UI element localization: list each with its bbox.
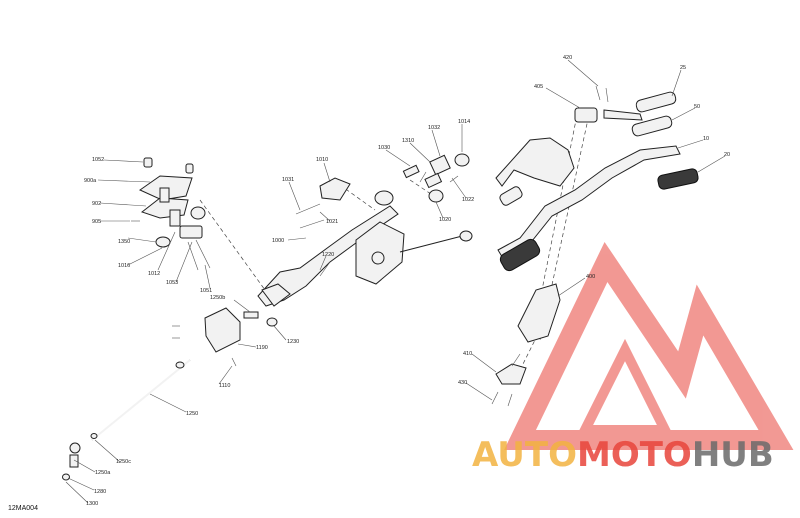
callout-1016: 1016 bbox=[118, 263, 130, 269]
callout-1250b: 1250b bbox=[210, 295, 225, 301]
callout-1190: 1190 bbox=[256, 345, 268, 351]
callout-1030: 1030 bbox=[378, 145, 390, 151]
watermark-text: AUTOMOTOHUB bbox=[472, 435, 774, 475]
steering-arm bbox=[257, 177, 399, 327]
callout-25: 25 bbox=[680, 65, 686, 71]
callout-20: 20 bbox=[724, 152, 730, 158]
callout-1051: 1051 bbox=[200, 288, 212, 294]
callout-1052: 1052 bbox=[92, 157, 104, 163]
callout-1020: 1020 bbox=[439, 217, 451, 223]
callout-902: 902 bbox=[92, 201, 101, 207]
callout-1012: 1012 bbox=[148, 271, 160, 277]
callout-900a: 900a bbox=[84, 178, 97, 184]
callout-10: 10 bbox=[703, 136, 709, 142]
callout-905: 905 bbox=[92, 219, 101, 225]
callout-1014: 1014 bbox=[458, 119, 470, 125]
callout-1350: 1350 bbox=[118, 239, 130, 245]
svg-text:AUTOMOTOHUB: AUTOMOTOHUB bbox=[472, 435, 774, 475]
callout-1250c: 1250c bbox=[116, 459, 131, 465]
callout-1032: 1032 bbox=[428, 125, 440, 131]
clamp-assembly bbox=[131, 157, 211, 271]
callout-1053: 1053 bbox=[166, 280, 178, 286]
callout-1031: 1031 bbox=[282, 177, 294, 183]
callout-1110: 1110 bbox=[219, 383, 230, 389]
callout-1022: 1022 bbox=[462, 197, 474, 203]
callout-1021: 1021 bbox=[326, 219, 338, 225]
callout-leaders bbox=[65, 59, 726, 504]
callout-430: 430 bbox=[458, 380, 467, 386]
diagram-code: 12MA004 bbox=[8, 505, 38, 512]
handlebar-riser bbox=[491, 283, 561, 407]
watermark-text-moto: MOTO bbox=[577, 435, 692, 475]
callout-420: 420 bbox=[563, 55, 572, 61]
callout-410: 410 bbox=[463, 351, 472, 357]
steering-column bbox=[62, 307, 259, 481]
callout-400: 400 bbox=[586, 274, 595, 280]
callout-1220: 1220 bbox=[322, 252, 334, 258]
watermark-text-hub: HUB bbox=[692, 435, 774, 475]
steering-gear-housing bbox=[355, 221, 473, 285]
callout-1300: 1300 bbox=[86, 501, 98, 507]
watermark-logo bbox=[504, 241, 794, 450]
callout-labels: 1052 900a 902 905 1350 1016 1012 1053 10… bbox=[84, 55, 730, 507]
upper-shaft-parts bbox=[402, 153, 470, 203]
watermark-text-auto: AUTO bbox=[472, 435, 577, 475]
callout-1230: 1230 bbox=[287, 339, 299, 345]
callout-1310: 1310 bbox=[402, 138, 414, 144]
callout-1010: 1010 bbox=[316, 157, 328, 163]
callout-1000: 1000 bbox=[272, 238, 284, 244]
callout-405: 405 bbox=[534, 84, 543, 90]
handlebar-assembly bbox=[495, 85, 699, 272]
callout-1280: 1280 bbox=[94, 489, 106, 495]
callout-1250: 1250 bbox=[186, 411, 198, 417]
callout-50: 50 bbox=[694, 104, 700, 110]
callout-1250a: 1250a bbox=[95, 470, 111, 476]
